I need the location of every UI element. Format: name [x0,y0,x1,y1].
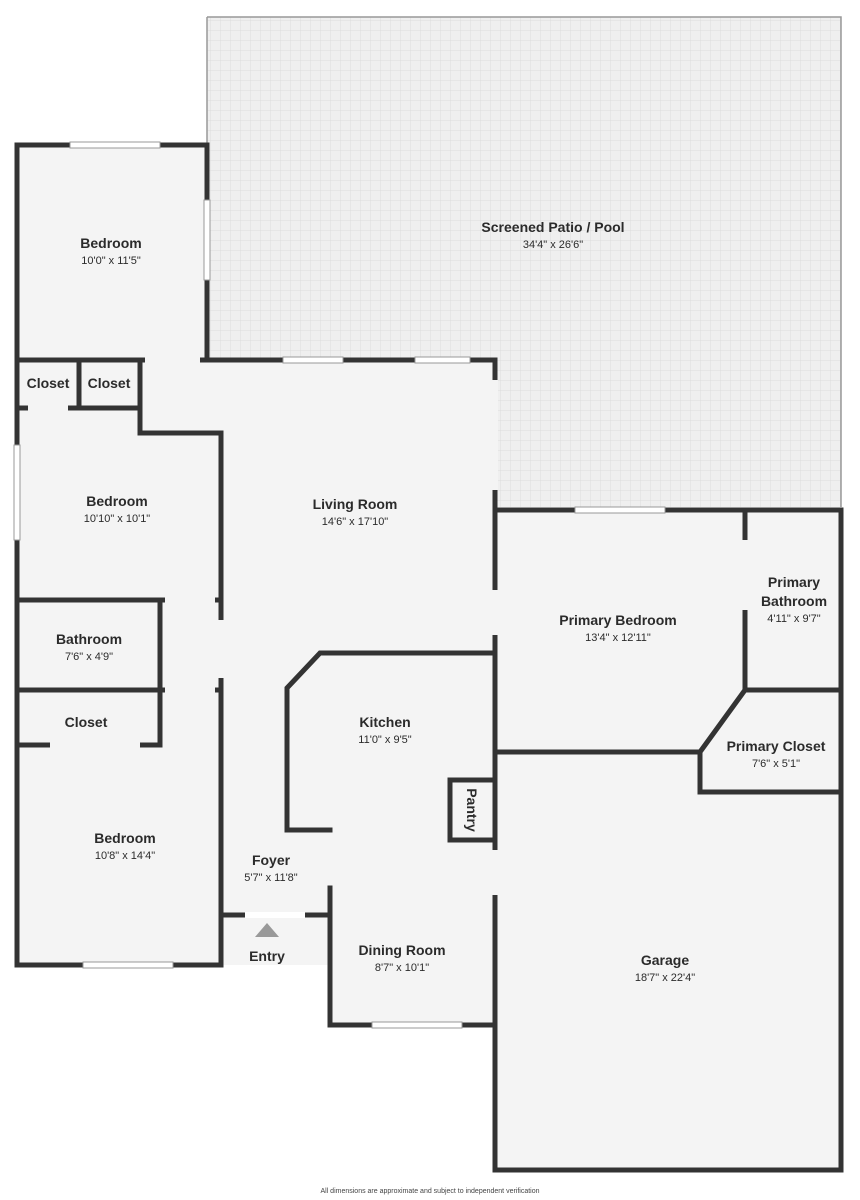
entry-arrow-icon [255,923,279,937]
foyer-dim: 5'7" x 11'8" [244,872,297,884]
kitchen-dim: 11'0" x 9'5" [358,734,411,746]
primary-bath-label-1: Primary [768,574,820,590]
interior-floor [17,145,842,1170]
primary-closet-dim: 7'6" x 5'1" [752,758,800,770]
primary-closet-label: Primary Closet [727,738,826,754]
windows [13,141,666,1029]
foyer-label: Foyer [252,852,291,868]
kitchen-label: Kitchen [359,714,410,730]
bedroom-sw-label: Bedroom [94,830,155,846]
bedroom-w-label: Bedroom [86,493,147,509]
bedroom-w-dim: 10'10" x 10'1" [84,513,151,525]
garage-label: Garage [641,952,689,968]
walls [14,142,844,1173]
bathroom-dim: 7'6" x 4'9" [65,651,113,663]
door-openings [28,357,748,918]
closet-c-label: Closet [65,714,108,730]
dining-dim: 8'7" x 10'1" [375,962,429,974]
living-label: Living Room [313,496,398,512]
patio-label: Screened Patio / Pool [481,219,624,235]
dining-label: Dining Room [358,942,445,958]
bedroom-nw-dim: 10'0" x 11'5" [81,255,141,267]
garage-dim: 18'7" x 22'4" [635,972,695,984]
bedroom-sw-dim: 10'8" x 14'4" [95,850,155,862]
primary-bath-label-2: Bathroom [761,593,827,609]
entry-label: Entry [249,948,285,964]
patio-screen [206,16,842,507]
closet-b-label: Closet [88,375,131,391]
patio-dim: 34'4" x 26'6" [523,239,583,251]
bedroom-nw-label: Bedroom [80,235,141,251]
primary-bedroom-dim: 13'4" x 12'11" [585,632,651,644]
closet-a-label: Closet [27,375,70,391]
primary-bath-dim: 4'11" x 9'7" [767,613,820,625]
bathroom-label: Bathroom [56,631,122,647]
pantry-label: Pantry [464,788,480,832]
primary-bedroom-label: Primary Bedroom [559,612,676,628]
disclaimer-footer: All dimensions are approximate and subje… [320,1188,540,1195]
living-dim: 14'6" x 17'10" [322,516,389,528]
